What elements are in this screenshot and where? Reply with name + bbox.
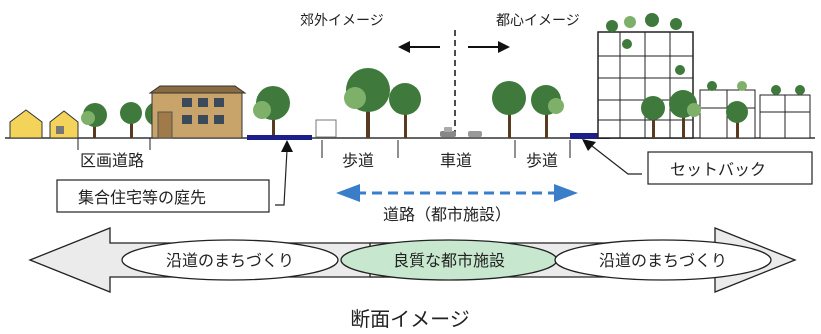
- setback-box: [647, 151, 813, 185]
- double-arrow-icon: [336, 184, 578, 202]
- tree-icon: [253, 86, 290, 138]
- block-road-label: 区画道路: [80, 151, 144, 170]
- house-icon: [9, 109, 79, 139]
- roadside-right-label: 沿道のまちづくり: [599, 251, 727, 270]
- roadside-left-label: 沿道のまちづくり: [166, 251, 294, 270]
- housing-front-box: [56, 179, 270, 213]
- car-icon: [468, 131, 482, 137]
- tree-icon: [726, 101, 748, 138]
- arrow-right-icon: [468, 41, 510, 53]
- roadway-label: 車道: [440, 151, 472, 170]
- quality-facility-label: 良質な都市施設: [393, 251, 505, 270]
- office-building-icon: [597, 13, 694, 139]
- leader-arrow: [275, 140, 293, 206]
- tree-icon: [641, 96, 665, 138]
- bus-shelter-icon: [315, 119, 337, 138]
- tree-icon: [389, 83, 421, 138]
- sidewalk-left-label: 歩道: [342, 151, 374, 170]
- arrow-left-icon: [398, 41, 440, 53]
- tree-icon: [531, 85, 564, 138]
- tree-icon: [344, 68, 390, 138]
- tree-icon: [81, 103, 107, 138]
- office-building-icon: [699, 81, 811, 139]
- caption: 断面イメージ: [350, 307, 470, 331]
- roadside-left-ellipse: [121, 239, 339, 281]
- setback-label: セットバック: [670, 160, 766, 179]
- tree-icon: [669, 90, 701, 138]
- apartment-building-icon: [148, 85, 247, 139]
- tree-icon: [492, 81, 526, 138]
- garden-front-strip: [247, 135, 312, 140]
- suburb-label: 郊外イメージ: [300, 12, 384, 29]
- car-icon: [440, 127, 456, 137]
- setback-strip: [570, 133, 610, 139]
- roadside-right-ellipse: [554, 239, 772, 281]
- street-scene: [5, 13, 815, 140]
- leader-arrow: [582, 139, 642, 175]
- tree-icon: [120, 102, 142, 138]
- road-facility-label: 道路（都市施設）: [383, 205, 511, 224]
- housing-front-label: 集合住宅等の庭先: [78, 188, 206, 207]
- downtown-label: 都心イメージ: [496, 13, 580, 29]
- sidewalk-right-label: 歩道: [526, 151, 558, 170]
